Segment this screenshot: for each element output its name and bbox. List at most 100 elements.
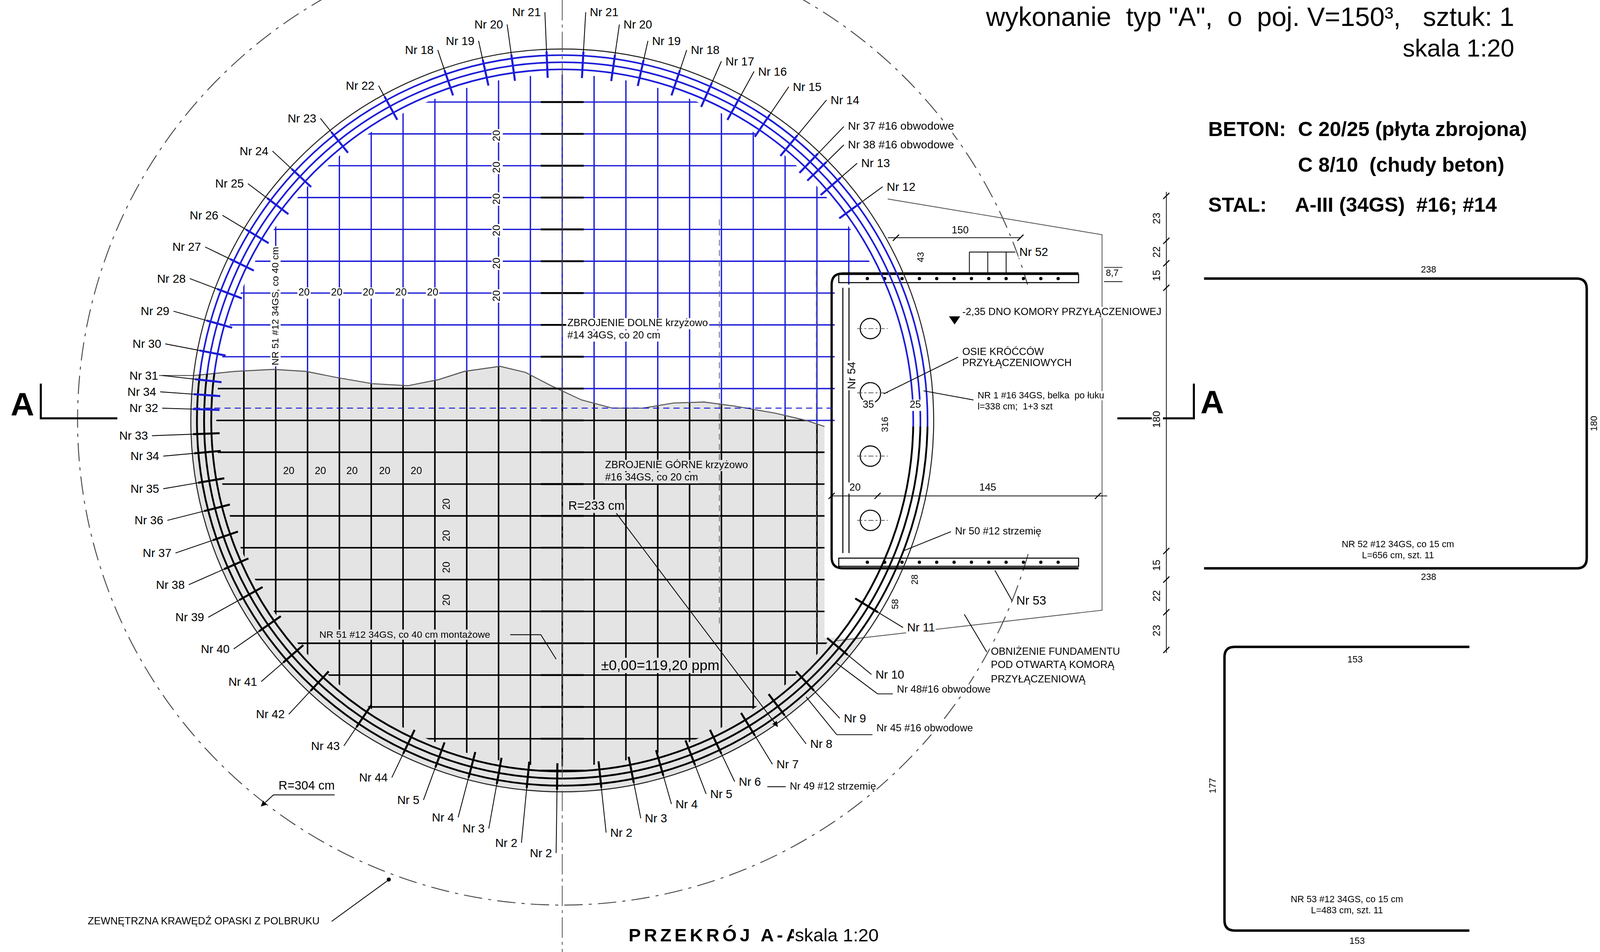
- rebar-dot: [865, 560, 870, 564]
- bar-53: [838, 558, 1079, 567]
- rebar-line: [752, 0, 755, 952]
- rebar-line: [102, 706, 970, 708]
- rebar-line: [593, 0, 595, 952]
- drawing-label: Nr 7: [775, 757, 800, 771]
- drawing-label: OSIE KRÓĆCÓW: [961, 346, 1045, 358]
- drawing-label: Nr 39: [174, 610, 205, 624]
- dimension-tick: [828, 492, 835, 499]
- rebar-line: [243, 0, 245, 952]
- rebar-line: [720, 0, 723, 952]
- drawing-label: Nr 35: [129, 482, 161, 495]
- drawing-label: R=304 cm: [277, 779, 336, 792]
- drawing-label: STAL:: [1207, 194, 1269, 216]
- rebar-line: [497, 0, 500, 952]
- pipe-axis: [856, 455, 888, 457]
- stirrup-tick: [291, 168, 312, 187]
- stirrup-tick: [795, 671, 815, 691]
- stirrup-tick: [384, 96, 398, 120]
- drawing-label: A: [1199, 385, 1226, 421]
- stirrup-tick: [246, 229, 269, 244]
- rebar-line: [275, 0, 277, 952]
- drawing-label: skala 1:20: [1401, 35, 1515, 61]
- drawing-label: PRZYŁĄCZENIOWYCH: [961, 357, 1073, 369]
- drawing-label: Nr 12: [885, 180, 917, 193]
- drawing-label: 20: [441, 592, 453, 607]
- drawing-label: Nr 17: [724, 55, 755, 68]
- stirrup-tick: [581, 51, 584, 78]
- rebar-dot: [987, 560, 991, 564]
- rebar-line: [102, 133, 970, 135]
- rebar-dot: [935, 276, 939, 281]
- drawing-label: 35: [861, 399, 876, 411]
- rebar-line: [816, 0, 818, 952]
- section-marker: [40, 383, 118, 419]
- drawing-label: Nr 5: [709, 787, 734, 800]
- dimension-line: [1103, 266, 1123, 268]
- rebar-dot: [935, 560, 939, 564]
- drawing-label: 180: [1151, 409, 1163, 429]
- stirrup-tick: [192, 408, 220, 410]
- drawing-label: 238: [1419, 572, 1438, 583]
- drawing-label: 20: [491, 192, 503, 206]
- stirrup-tick: [496, 757, 502, 784]
- drawing-label: OBNIŻENIE FUNDAMENTU: [989, 646, 1121, 658]
- leader-line: [969, 251, 1016, 253]
- stirrup-tick: [267, 198, 289, 215]
- bar-shape-53: [1224, 646, 1470, 931]
- rebar-dot: [952, 276, 957, 281]
- sheet-title: wykonanie typ "A", o poj. V=150³, sztuk:…: [984, 3, 1516, 32]
- rebar-dot: [1021, 560, 1026, 564]
- drawing-label: NR 51 #12 34GS, co 40 cm montażowe: [318, 629, 492, 640]
- leader-line: [767, 785, 786, 787]
- stirrup-tick: [611, 54, 616, 82]
- leader-line: [510, 634, 557, 660]
- stirrup-tick: [546, 51, 548, 78]
- stirrup-tick: [310, 671, 330, 691]
- drawing-label: 20: [441, 560, 453, 574]
- drawing-label: 180: [1590, 414, 1600, 432]
- rebar-line: [593, 0, 596, 952]
- drawing-label: NR 51 #12 34GS, co 40 cm: [270, 245, 281, 367]
- drawing-label: 20: [409, 465, 424, 477]
- rebar-line: [275, 0, 277, 952]
- drawing-label: Nr 5: [396, 793, 421, 806]
- stirrup-tick: [556, 763, 559, 790]
- rebar-line: [102, 164, 970, 167]
- cut-edge: [153, 366, 825, 427]
- drawing-label: ±0,00=119,20 ppm: [599, 657, 721, 673]
- drawing-label: 20: [282, 465, 296, 477]
- dimension-tick: [1163, 547, 1170, 554]
- drawing-label: 150: [950, 225, 970, 236]
- dimension-tick: [1163, 576, 1170, 583]
- drawing-label: 23: [1151, 211, 1163, 225]
- drawing-label: NR 1 #16 34GS, belka po łuku: [976, 391, 1106, 401]
- stirrup-tick: [839, 202, 861, 219]
- drawing-label: Nr 24: [238, 144, 270, 158]
- drawing-label: 20: [313, 465, 328, 477]
- rebar-line: [370, 0, 372, 952]
- drawing-label: Nr 54: [846, 360, 859, 390]
- stirrup-tick: [192, 433, 220, 435]
- stirrup-tick: [807, 161, 827, 181]
- rebar-line: [102, 737, 970, 740]
- leader-line: [964, 614, 987, 653]
- drawing-label: Nr 41: [227, 675, 259, 688]
- drawing-label: Nr 6: [737, 775, 763, 788]
- stirrup-tick: [217, 289, 242, 299]
- drawing-label: Nr 48#16 obwodowe: [896, 684, 992, 696]
- drawing-label: 20: [491, 224, 503, 238]
- rebar-line: [102, 578, 970, 581]
- rebar-line: [102, 133, 970, 135]
- dimension-tick: [1163, 237, 1170, 244]
- drawing-label: Nr 52: [1018, 245, 1050, 259]
- drawing-label: NR 52 #12 34GS, co 15 cm: [1340, 539, 1456, 550]
- stirrup-tick: [204, 504, 230, 511]
- drawing-label: 238: [1419, 265, 1438, 276]
- stirrup-tick: [526, 761, 530, 788]
- bar-shape-52: [1204, 278, 1587, 569]
- dimension-line: [1103, 281, 1123, 283]
- stirrup-tick: [820, 177, 841, 196]
- drawing-label: Nr 22: [344, 79, 376, 92]
- drawing-label: Nr 38 #16 obwodowe: [846, 139, 955, 151]
- drawing-label: R=233 cm: [567, 499, 626, 513]
